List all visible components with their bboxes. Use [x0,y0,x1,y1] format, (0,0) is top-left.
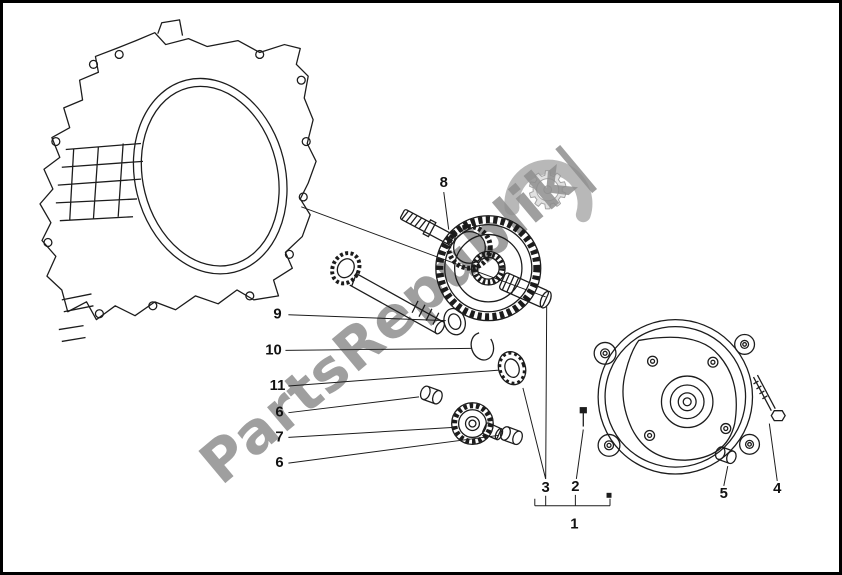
pinion-shaft [330,251,446,335]
callout-2: 2 [571,479,579,495]
assembly-axis-line [301,206,546,298]
cover-ear-bottom-left [597,433,621,457]
cover-body [597,319,754,475]
callouts: 8 9 10 11 6 7 6 3 2 5 4 1 [265,175,782,532]
callout-6b-leader [288,434,499,464]
crankcase-bolt-holes [43,49,311,319]
callout-4: 4 [773,481,782,497]
crankcase-outer-edge [39,32,317,321]
cover-ear-top-left [593,341,617,365]
idler-gear [451,402,504,445]
callout-1: 1 [570,516,578,532]
callout-7: 7 [275,429,283,445]
crankcase-opening-outer [132,77,288,275]
callout-6b: 6 [275,455,283,471]
watermark-text: PartsRepublik| [187,133,604,498]
callout-3: 3 [542,480,550,496]
gearbox-cover-drawing [593,319,786,475]
circlip [470,332,495,361]
callout-1-bracket [534,492,612,507]
cover-face-bolt-holes [643,355,732,442]
logo-swoosh [504,159,593,223]
callout-8-leader [443,191,450,230]
callout-10: 10 [265,342,281,358]
spacer-bushing-b [500,426,524,446]
callout-11: 11 [270,378,286,394]
crankcase-ribs [55,142,143,222]
callout-9: 9 [273,307,281,323]
washer [443,307,466,336]
gear-assembly-drawing [301,206,587,446]
callout-9-leader [288,314,446,322]
bearing [497,350,527,386]
output-shaft-stub [499,272,552,309]
screw [579,407,587,427]
bolt [752,374,786,422]
callout-10-leader [285,347,472,351]
callout-3-leader [522,306,548,480]
cover-hub [660,375,714,429]
plug [714,446,737,465]
callout-5-leader [723,466,729,487]
crankcase-top-tab [157,19,184,36]
callout-11-leader [288,369,500,387]
callout-2-leader [575,429,584,480]
main-gear [435,215,542,322]
callout-4-leader [768,423,778,482]
cover-ear-bottom-right [738,433,761,455]
callout-7-leader [288,427,452,438]
callout-5: 5 [720,486,728,502]
crankcase-bottom-steps [58,293,94,343]
cover-face-plate [622,336,737,461]
callout-6a-leader [288,396,420,414]
crankcase-outline-drawing [39,19,317,343]
cover-ear-top-right [734,333,756,355]
callout-6a: 6 [275,405,283,421]
crankcase-opening-inner [140,85,280,267]
spacer-bushing-a [419,385,443,405]
exploded-view-diagram: ⚙ PartsRepublik| [39,19,786,532]
watermark: ⚙ PartsRepublik| [187,133,604,498]
gear-icon: ⚙ [525,161,571,221]
callout-8: 8 [440,175,448,191]
